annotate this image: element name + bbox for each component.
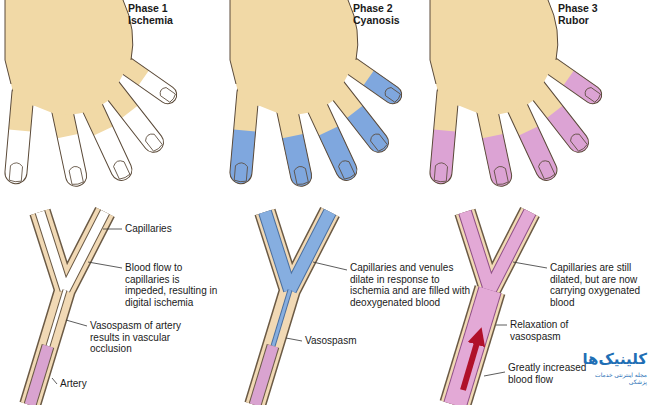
callout-label: Greatly increased blood flow [508,362,588,385]
hand [229,0,405,188]
phase-name: Rubor [558,14,589,26]
callout-label: Capillaries [125,223,225,235]
phase-label: Phase 1 [128,2,168,14]
leader-lines [52,229,547,384]
hand [4,0,180,188]
watermark: مجله اینترنتی خدمات پزشکی [592,372,647,386]
watermark: کلینیک‌ها [590,350,647,367]
callout-label: Artery [60,378,120,390]
hand [429,0,605,188]
callout-label: Vasospasm of artery results in vascular … [90,320,202,355]
callout-label: Capillaries and venules dilate in respon… [350,262,475,308]
phase-label: Phase 3 [558,2,598,14]
callout-label: Relaxation of vasospasm [510,319,586,342]
callout-label: Blood flow to capillaries is impeded, re… [125,262,223,308]
hands [4,0,605,188]
vessel-ischemia [30,212,105,405]
vessel-cyanosis [255,212,330,405]
phase-name: Ischemia [128,14,173,26]
callout-label: Capillaries are still dilated, but are n… [550,262,646,308]
phase-name: Cyanosis [353,14,400,26]
callout-label: Vasospasm [305,335,385,347]
phase-label: Phase 2 [353,2,393,14]
